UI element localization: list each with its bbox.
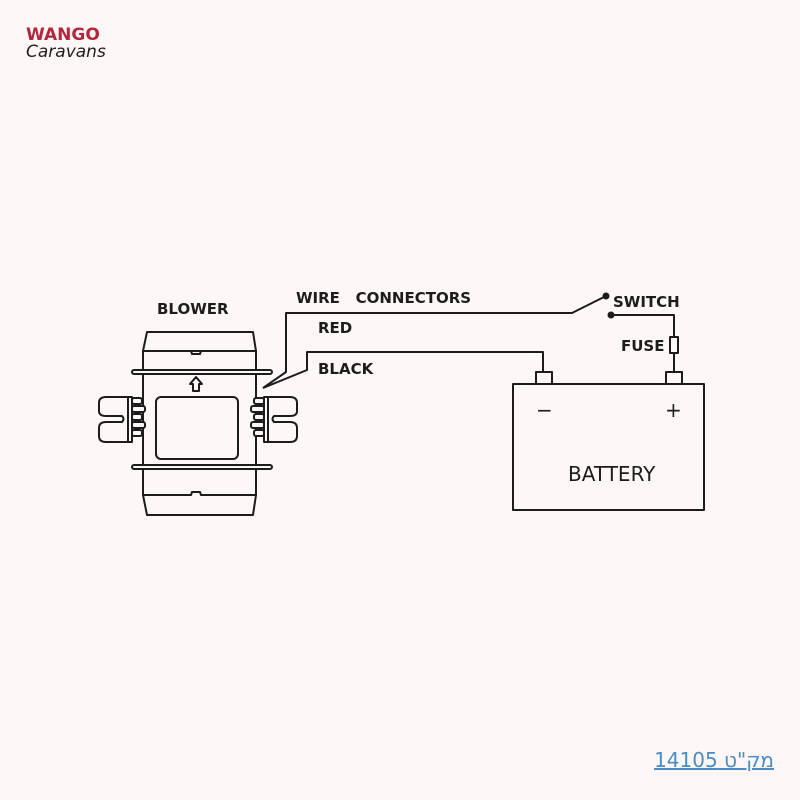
battery-negative-sign: −: [536, 398, 553, 422]
fuse-label: FUSE: [621, 337, 664, 355]
battery-label: BATTERY: [568, 462, 656, 486]
logo-brand-bottom: Caravans: [26, 42, 106, 62]
switch-contact-icon: [602, 292, 610, 300]
blower-unit: [98, 331, 298, 516]
wire-connectors-label: WIRE CONNECTORS: [296, 289, 471, 307]
airflow-arrow-icon: [189, 376, 203, 392]
red-label: RED: [318, 319, 352, 337]
switch-contact-icon: [607, 311, 615, 319]
black-wire: [262, 351, 544, 389]
black-label: BLACK: [318, 360, 375, 378]
negative-terminal: [535, 371, 553, 385]
brand-logo: WANGO Caravans: [24, 22, 134, 67]
fuse-icon: [669, 336, 679, 354]
battery: [512, 371, 705, 511]
switch-label: SWITCH: [613, 293, 680, 311]
blower-label: BLOWER: [157, 300, 229, 318]
positive-terminal: [665, 371, 683, 385]
red-wire: [262, 296, 605, 389]
battery-positive-sign: +: [665, 398, 682, 422]
sku-link[interactable]: מק"ט 14105: [654, 748, 774, 772]
logo-brand-top: WANGO: [26, 25, 100, 45]
